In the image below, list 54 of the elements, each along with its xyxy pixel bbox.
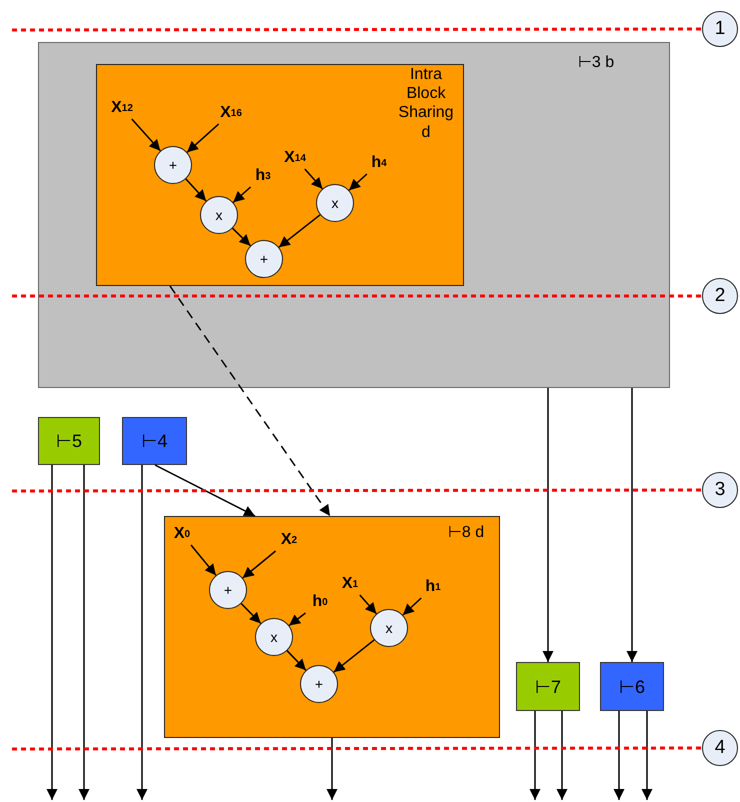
module-box: ⊢7: [516, 662, 580, 711]
arrow: [136, 465, 148, 800]
stage-number-circle: 2: [702, 278, 738, 314]
arrow: [402, 597, 422, 616]
arrow: [78, 465, 90, 800]
stage-boundary-line: [12, 746, 702, 750]
arrow: [359, 594, 377, 614]
operator-circle: x: [370, 609, 408, 647]
operator-circle: +: [154, 146, 192, 184]
arrow: [242, 550, 276, 579]
arrow: [190, 544, 216, 576]
arrow: [626, 388, 638, 662]
stage-number-circle: 4: [702, 730, 738, 766]
operator-circle: +: [245, 240, 283, 278]
computation-block: [164, 516, 500, 738]
arrow: [614, 711, 624, 800]
block-label: ⊢3 b: [576, 53, 616, 72]
arrow: [131, 118, 161, 152]
module-box: ⊢4: [122, 417, 187, 465]
block-label: ⊢8 d: [446, 523, 486, 542]
arrow: [232, 228, 251, 246]
arrow: [348, 173, 368, 191]
operator-circle: +: [209, 571, 247, 609]
processor-block: [38, 42, 670, 388]
arrow: [169, 286, 331, 516]
operator-circle: x: [255, 618, 293, 656]
module-box: ⊢5: [38, 417, 100, 465]
operator-circle: x: [316, 184, 354, 222]
arrow: [288, 612, 306, 626]
stage-boundary-line: [12, 294, 702, 298]
arrow: [154, 464, 256, 517]
arrow: [326, 738, 338, 800]
arrow: [240, 603, 262, 624]
block-label: Intra Block Sharing d: [397, 65, 455, 142]
stage-number-circle: 3: [702, 472, 738, 508]
arrow: [232, 186, 252, 203]
arrow: [542, 388, 554, 662]
stage-boundary-line: [12, 28, 702, 32]
arrow: [278, 214, 321, 248]
arrow: [286, 650, 306, 671]
module-box: ⊢6: [600, 662, 664, 711]
arrow: [530, 711, 540, 800]
arrow: [46, 465, 58, 800]
arrow: [642, 711, 652, 800]
computation-block: [96, 64, 464, 286]
operator-circle: x: [200, 196, 238, 234]
stage-boundary-line: [12, 488, 702, 492]
stage-number-circle: 1: [702, 11, 738, 47]
arrow: [186, 123, 220, 153]
arrow: [304, 168, 323, 190]
arrow: [556, 711, 568, 800]
arrow: [333, 639, 375, 673]
arrow: [185, 178, 207, 202]
operator-circle: +: [300, 665, 338, 703]
